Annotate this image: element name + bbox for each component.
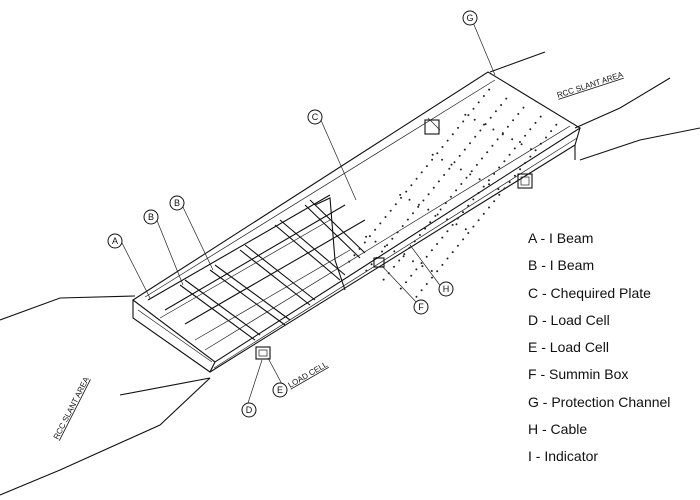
svg-text:E: E [277, 385, 283, 395]
callout-a: A [107, 233, 123, 249]
callout-f: F [413, 299, 429, 315]
callout-g: G [462, 10, 478, 26]
svg-text:H: H [443, 284, 450, 294]
callout-e: E [272, 382, 288, 398]
chequered-plate [348, 88, 558, 298]
svg-text:D: D [246, 405, 253, 415]
svg-text:G: G [466, 13, 473, 23]
rcc-slant-area-bottom: RCC SLANT AREA [0, 295, 211, 496]
callout-b-1: B [143, 209, 159, 225]
callout-d: D [241, 402, 257, 418]
legend-item: B - I Beam [528, 257, 595, 274]
legend-item: C - Chequired Plate [528, 284, 651, 301]
legend-item: I - Indicator [528, 448, 599, 465]
svg-text:F: F [418, 302, 424, 312]
junction-box [373, 257, 385, 268]
legend-item: F - Summin Box [528, 366, 629, 383]
svg-text:B: B [148, 212, 154, 222]
legend-item: D - Load Cell [528, 311, 610, 328]
legend-item: H - Cable [528, 421, 588, 438]
callout-h: H [438, 281, 454, 297]
beam-grid [147, 194, 366, 341]
indicator-box [424, 117, 441, 135]
platform-frame [132, 71, 582, 373]
callout-b-2: B [169, 195, 185, 211]
load-cell-front [255, 346, 271, 360]
leader-lines [121, 19, 496, 404]
load-cell-right [517, 173, 533, 189]
slant-label-bottom: RCC SLANT AREA [52, 375, 92, 441]
svg-text:A: A [112, 236, 118, 246]
svg-text:C: C [312, 112, 319, 122]
callout-c: C [307, 109, 323, 125]
slant-label-top: RCC SLANT AREA [556, 70, 625, 100]
load-cell-label: LOAD CELL [287, 360, 330, 390]
legend-item: E - Load Cell [528, 339, 609, 356]
legend: A - I Beam B - I Beam C - Chequired Plat… [528, 226, 670, 472]
svg-text:B: B [174, 198, 180, 208]
legend-item: G - Protection Channel [528, 393, 671, 410]
legend-item: A - I Beam [528, 230, 594, 246]
